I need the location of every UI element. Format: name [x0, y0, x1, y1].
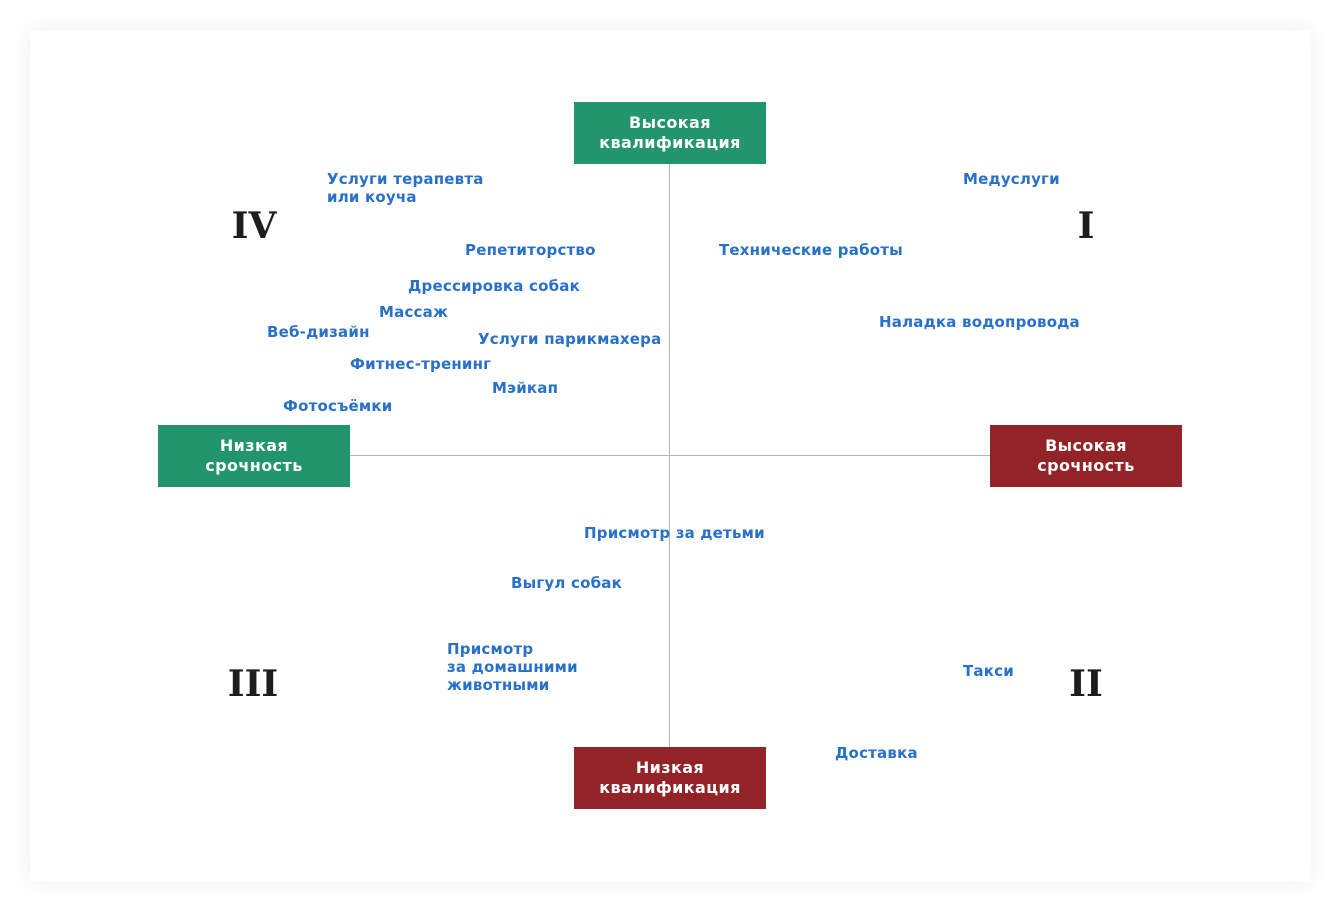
pole-low-qualification: Низкая квалификация: [574, 747, 766, 809]
service-delivery: Доставка: [835, 744, 918, 762]
service-web-design: Веб-дизайн: [267, 323, 370, 341]
quadrant-label-2: II: [1069, 663, 1103, 705]
service-babysitting: Присмотр за детьми: [584, 524, 765, 542]
service-pet-sitting: Присмотр за домашними животными: [447, 640, 578, 694]
service-medical: Медуслуги: [963, 170, 1060, 188]
pole-high-urgency: Высокая срочность: [990, 425, 1182, 487]
service-fitness: Фитнес-тренинг: [350, 355, 492, 373]
service-massage: Массаж: [379, 303, 449, 321]
quadrant-label-3: III: [227, 663, 279, 705]
service-hairdresser: Услуги парикмахера: [478, 330, 662, 348]
service-makeup: Мэйкап: [492, 379, 559, 397]
service-technical: Технические работы: [719, 241, 903, 259]
service-therapist: Услуги терапевта или коуча: [327, 170, 484, 206]
vertical-axis: [669, 164, 670, 748]
pole-low-urgency: Низкая срочность: [158, 425, 350, 487]
service-taxi: Такси: [963, 662, 1014, 680]
service-plumbing: Наладка водопровода: [879, 313, 1080, 331]
service-dog-training: Дрессировка собак: [408, 277, 580, 295]
horizontal-axis: [350, 455, 990, 456]
service-tutoring: Репетиторство: [465, 241, 596, 259]
quadrant-label-1: I: [1077, 205, 1095, 247]
quadrant-label-4: IV: [231, 205, 277, 247]
service-dog-walking: Выгул собак: [511, 574, 622, 592]
service-photo: Фотосъёмки: [283, 397, 393, 415]
pole-high-qualification: Высокая квалификация: [574, 102, 766, 164]
